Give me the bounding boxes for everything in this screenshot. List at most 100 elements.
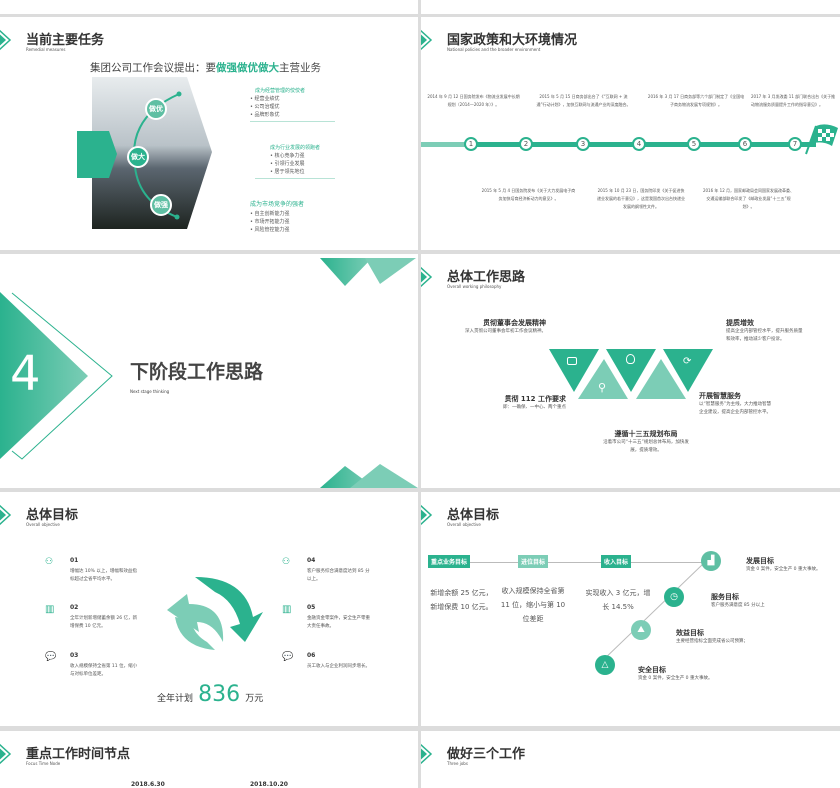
item-title: 贯彻董事会发展精神 [483, 319, 546, 327]
building-icon: ▥ [282, 604, 292, 615]
item-text: 收入规模保持全省第 11 位，缩小与对标单位差距。 [70, 664, 138, 677]
policy-top-3: 2016 年 3 月 17 日商务部等六个部门制定了《全国电子商务物流发展专项规… [647, 94, 745, 107]
triangle-diagram [549, 349, 713, 399]
slide-section-4[interactable]: 4 下阶段工作思路 Next stage thinking [0, 254, 418, 488]
group-item: • 市场开拓能力强 [250, 219, 290, 225]
slide-national-policy[interactable]: 国家政策和大环境情况 National policies and the bro… [421, 17, 840, 250]
slide-focus-time-node[interactable]: 重点工作时间节点 Focus Time Node 2018.6.30 2018.… [0, 731, 418, 788]
slide-subtitle: Three jobs [447, 761, 468, 766]
slide-title: 总体目标 [26, 508, 79, 523]
timeline-node[interactable]: 5 [687, 137, 701, 151]
mountain-image [77, 77, 212, 229]
slide-overall-objective-1[interactable]: 总体目标 Overall objective ⚇ 01 增幅达 10% 以上，增… [0, 492, 418, 726]
group-item: • 经营业绩优 [250, 96, 280, 102]
chat-icon: 💬 [45, 652, 57, 662]
slide-three-jobs[interactable]: 做好三个工作 Three jobs [421, 731, 840, 788]
timeline-node[interactable]: 1 [464, 137, 478, 151]
item-text: 以“智慧服务”为主线，大力推动智慧企业建设，提高企业内部管控水平。 [699, 402, 772, 415]
slide-title: 做好三个工作 [447, 747, 526, 762]
people-icon: ⚇ [45, 557, 54, 567]
header-arrow-icon [0, 29, 16, 51]
cycle-arrows-icon [167, 577, 263, 650]
tag-ranking: 进位目标 [518, 555, 549, 568]
tag-key-business: 重点业务目标 [428, 555, 471, 568]
timeline-node[interactable]: 7 [788, 137, 802, 151]
plan-value: 836 [198, 682, 241, 707]
chart-icon: ▟ [701, 551, 721, 571]
goal-development: 发展目标 资金 0 案件，安全生产 0 重大事故。 [746, 556, 826, 574]
group-item: • 品牌形象优 [250, 112, 280, 118]
item-text: 金融资金零案件，安全生产零重大责任事故。 [307, 616, 370, 629]
date-label-2: 2018.10.20 [250, 781, 288, 788]
slide-main-tasks[interactable]: 当前主要任务 Remedial measures 集团公司工作会议提出：要做强做… [0, 17, 418, 250]
item-text: 沿着市公司“十三五”规划总体布局，加快发展，提质增效。 [603, 440, 689, 453]
item-number: 02 [70, 604, 79, 611]
slide-work-philosophy[interactable]: 总体工作思路 Overall working philosophy ⟳ ⚲ 贯彻… [421, 254, 840, 488]
item-number: 06 [307, 652, 316, 659]
timeline-node[interactable]: 3 [576, 137, 590, 151]
goal-text: 主要经营指标全面完成省公司预算； [676, 639, 748, 644]
group-title: 成为行业发展的领跑者 [270, 145, 321, 151]
item-title: 开展智慧服务 [699, 392, 741, 400]
clock-icon: ◷ [664, 587, 684, 607]
slide-partial-right[interactable] [421, 0, 840, 14]
slide-subtitle: National policies and the broader enviro… [447, 47, 541, 52]
landscape-icon: ⛰ [631, 620, 651, 640]
section-triangle-decoration [0, 258, 418, 488]
goal-text: 客户服务满意度 85 分以上 [711, 603, 765, 608]
group-item: • 引领行业发展 [270, 161, 305, 167]
philosophy-item-2: 贯彻 112 工作要求 即：一确保、一中心、两个重点 [466, 394, 566, 412]
header-arrow-icon [421, 29, 437, 51]
date-label-1: 2018.6.30 [131, 781, 165, 788]
slide-subtitle: Overall objective [447, 522, 481, 527]
item-text: 员工收入与企业利润同步增长。 [307, 664, 370, 669]
policy-bottom-3: 2016 年 12 月，国家邮政局会同国家发展改革委、交通运输部联合印发了《邮政… [702, 188, 795, 209]
slide-title: 国家政策和大环境情况 [447, 33, 578, 48]
timeline-node[interactable]: 2 [519, 137, 533, 151]
timeline-bar [421, 142, 816, 147]
circle-label-3: 做强 [150, 194, 172, 216]
circle-label-1: 做优 [145, 98, 167, 120]
slide-subtitle: Overall working philosophy [447, 284, 502, 289]
refresh-icon: ⟳ [683, 356, 692, 367]
policy-top-1: 2014 年 9 月 12 日国务院发布《物流业发展中长期规划（2014—202… [427, 94, 520, 107]
headline-prefix: 集团公司工作会议提出：要 [90, 62, 216, 74]
item-number: 05 [307, 604, 316, 611]
item-text: 客户服务综合满意度达到 85 分以上。 [307, 569, 370, 582]
timeline-bar-start [421, 142, 466, 147]
header-arrow-icon [421, 743, 437, 765]
goal-title: 服务目标 [711, 593, 739, 601]
philosophy-item-1: 贯彻董事会发展精神 深入贯彻公司董事会年初工作会议精神。 [446, 318, 546, 336]
goal-title: 安全目标 [638, 666, 666, 674]
tag-income: 收入目标 [601, 555, 632, 568]
wallet-icon [567, 357, 577, 365]
item-text: 即：一确保、一中心、两个重点 [503, 405, 566, 410]
triangle-icon: △ [595, 655, 615, 675]
timeline-node[interactable]: 4 [632, 137, 646, 151]
goal-text: 资金 0 案件，安全生产 0 重大事故。 [638, 676, 713, 681]
policy-top-4: 2017 年 3 月发改委 11 部门联合出台《关于推动物流服务质量提升工作的指… [751, 94, 836, 107]
task-group-1: 成为经营管理的佼佼者 • 经营业绩优 • 公司治理优 • 品牌形象优 [250, 87, 335, 122]
people-icon: ⚇ [282, 557, 291, 567]
building-icon: ▥ [45, 604, 55, 615]
timeline-node[interactable]: 6 [738, 137, 752, 151]
item-text: 深入贯彻公司董事会年初工作会议精神。 [465, 329, 546, 334]
item-text: 全年计划新增储蓄余额 26 亿，新增保费 10 亿元。 [70, 616, 138, 629]
policy-bottom-1: 2015 年 5 月 4 日国务院发布《关于大力发展电子商务加快培育经济新动力的… [481, 188, 576, 201]
target-text-3: 实现收入 3 亿元，增长 14.5% [585, 589, 651, 611]
slide-overall-objective-2[interactable]: 总体目标 Overall objective 重点业务目标 进位目标 收入目标 … [421, 492, 840, 726]
item-number: 04 [307, 557, 316, 564]
slide-partial-left[interactable] [0, 0, 418, 14]
item-text: 增幅达 10% 以上，增幅和效益指标超过全省平均水平。 [70, 569, 137, 582]
header-arrow-icon [421, 504, 437, 526]
chat-icon: 💬 [282, 652, 294, 662]
group-item: • 居于领先地位 [270, 169, 305, 175]
goal-safety: 安全目标 资金 0 案件，安全生产 0 重大事故。 [638, 665, 718, 683]
item-title: 贯彻 112 工作要求 [504, 395, 567, 403]
section-number: 4 [10, 346, 41, 402]
goal-title: 发展目标 [746, 557, 774, 565]
philosophy-item-5: 提质增效 提高企业内部管控水平，提升服务质量和效率，推动减少客户投诉。 [726, 318, 806, 344]
policy-bottom-2: 2015 年 10 月 23 日，国务院印发《关于促进快递业发展的若干意见》，这… [597, 188, 685, 209]
task-group-3: 成为市场竞争的强者 • 自主创新能力强 • 市场开拓能力强 • 风险管控能力强 [250, 200, 335, 234]
section-subtitle: Next stage thinking [130, 389, 170, 394]
